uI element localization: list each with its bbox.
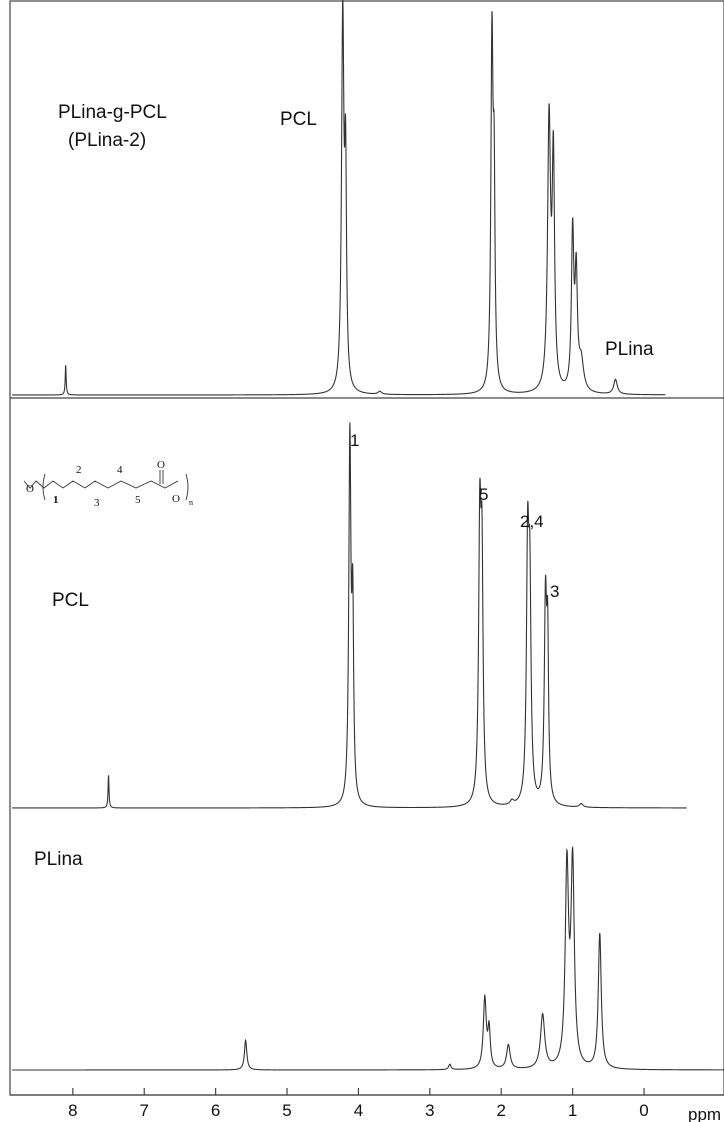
structure-position-4: 4	[117, 464, 123, 476]
plot-frame	[9, 0, 724, 1096]
peak-label-5: 5	[479, 485, 488, 504]
pcl-structure-drawing: O O O n 2 4 1 3 5	[23, 459, 193, 509]
sample-label: PLina	[34, 849, 83, 870]
structure-position-5: 5	[135, 494, 141, 506]
x-tick-label: 8	[68, 1101, 77, 1120]
x-tick-label: 1	[568, 1101, 577, 1120]
peak-annotation-pcl: PCL	[280, 109, 317, 130]
x-tick-label: 2	[496, 1101, 505, 1120]
structure-oxygen-ester: O	[172, 493, 180, 505]
left-bracket	[42, 473, 46, 501]
x-tick-label: 3	[425, 1101, 434, 1120]
x-axis: 8 7 6 5 4 3 2 1 0	[68, 1088, 649, 1120]
peak-annotation-plina: PLina	[605, 339, 654, 360]
x-tick-label: 0	[639, 1101, 648, 1120]
x-tick-label: 7	[139, 1101, 148, 1120]
peak-label-2-4: 2,4	[520, 512, 544, 531]
panel-plina-g-pcl: PLina-g-PCL (PLina-2) PCL PLina	[12, 0, 666, 396]
structure-oxygen-ether: O	[26, 483, 34, 495]
sample-label-sub: (PLina-2)	[68, 130, 146, 151]
spectrum-trace-plina-g-pcl	[12, 0, 666, 396]
x-tick-label: 4	[354, 1101, 363, 1120]
right-bracket	[185, 473, 189, 501]
x-axis-unit-label: ppm	[688, 1105, 721, 1122]
x-tick-label: 5	[282, 1101, 291, 1120]
structure-position-2: 2	[76, 464, 82, 476]
structure-repeat-n: n	[189, 498, 193, 507]
spectrum-trace-pcl	[12, 422, 687, 809]
structure-chain	[23, 480, 179, 489]
structure-position-3: 3	[94, 497, 100, 509]
structure-position-1: 1	[53, 494, 59, 506]
panel-pcl: PCL 1 5 2,4 3 O O O n 2 4 1 3 5	[12, 422, 687, 809]
peak-label-3: 3	[550, 582, 559, 601]
structure-oxygen-carbonyl: O	[157, 459, 165, 471]
peak-label-1: 1	[350, 431, 359, 450]
x-tick-label: 6	[211, 1101, 220, 1120]
panel-plina: PLina	[12, 845, 724, 1071]
sample-label: PLina-g-PCL	[58, 102, 167, 123]
sample-label: PCL	[52, 590, 89, 611]
spectrum-trace-plina	[12, 845, 724, 1071]
